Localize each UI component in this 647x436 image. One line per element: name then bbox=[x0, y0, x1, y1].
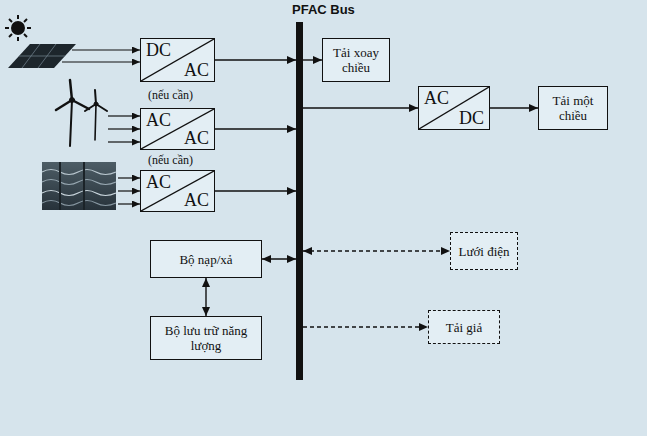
output-type: AC bbox=[184, 191, 209, 209]
box-label: Lưới điện bbox=[458, 244, 509, 259]
bus-label: PFAC Bus bbox=[292, 2, 355, 18]
diagonal-line bbox=[141, 39, 214, 81]
power-connector bbox=[205, 278, 206, 316]
power-connector bbox=[490, 107, 538, 108]
box-text-group: Lưới điện bbox=[458, 244, 509, 259]
output-type: AC bbox=[184, 129, 209, 147]
process-box: Bộ lưu trữ năng lượng bbox=[150, 316, 262, 360]
process-box: Tải xoay chiều bbox=[322, 38, 390, 82]
optional-box: Tải giả bbox=[428, 310, 500, 344]
input-type: AC bbox=[146, 173, 171, 191]
source-wire bbox=[108, 141, 140, 142]
source-wire bbox=[118, 190, 140, 191]
note-label: (nếu cần) bbox=[148, 153, 193, 167]
solar-panel-icon bbox=[8, 44, 76, 68]
box-label: Tải giả bbox=[446, 320, 482, 335]
diagonal-line bbox=[141, 171, 214, 211]
source-wire bbox=[62, 61, 140, 62]
optional-connector bbox=[303, 250, 450, 251]
power-connector bbox=[215, 128, 296, 129]
box-text-group: Tải giả bbox=[446, 320, 482, 335]
box-text-group: Tải xoay chiều bbox=[326, 45, 386, 75]
box-label: Tải một chiều bbox=[542, 93, 604, 123]
box-label: Bộ lưu trữ năng lượng bbox=[154, 323, 258, 353]
source-wire bbox=[118, 177, 140, 178]
box-text-group: Bộ nạp/xả bbox=[179, 252, 232, 267]
input-type: AC bbox=[146, 111, 171, 129]
box-text-group: Tải một chiều bbox=[542, 93, 604, 123]
process-box: Bộ nạp/xả bbox=[150, 240, 262, 278]
source-wire bbox=[118, 203, 140, 204]
box-text-group: Bộ lưu trữ năng lượng bbox=[154, 323, 258, 353]
power-connector bbox=[215, 59, 296, 60]
power-connector bbox=[262, 258, 296, 259]
bus-bar: PFAC Bus bbox=[296, 22, 303, 380]
converter-box: DC AC bbox=[140, 38, 215, 82]
optional-box: Lưới điện bbox=[450, 232, 518, 270]
converter-box: AC AC bbox=[140, 170, 215, 212]
hydro-icon bbox=[42, 162, 116, 210]
power-connector bbox=[303, 107, 418, 108]
wind-turbine-icon bbox=[56, 80, 107, 146]
box-label: Bộ nạp/xả bbox=[179, 252, 232, 267]
diagonal-line bbox=[419, 87, 489, 129]
input-type: AC bbox=[424, 89, 449, 107]
converter-box: AC AC bbox=[140, 108, 215, 150]
source-wire bbox=[108, 115, 140, 116]
power-connector bbox=[303, 59, 322, 60]
output-type: AC bbox=[184, 61, 209, 79]
input-type: DC bbox=[146, 41, 171, 59]
process-box: Tải một chiều bbox=[538, 86, 608, 130]
optional-connector bbox=[303, 326, 428, 327]
diagonal-line bbox=[141, 109, 214, 149]
power-connector bbox=[215, 190, 296, 191]
source-wire bbox=[108, 128, 140, 129]
note-label: (nếu cần) bbox=[148, 88, 193, 102]
sun-icon bbox=[5, 15, 31, 41]
converter-box: AC DC bbox=[418, 86, 490, 130]
box-label: Tải xoay chiều bbox=[326, 45, 386, 75]
output-type: DC bbox=[459, 109, 484, 127]
source-wire bbox=[72, 49, 140, 50]
